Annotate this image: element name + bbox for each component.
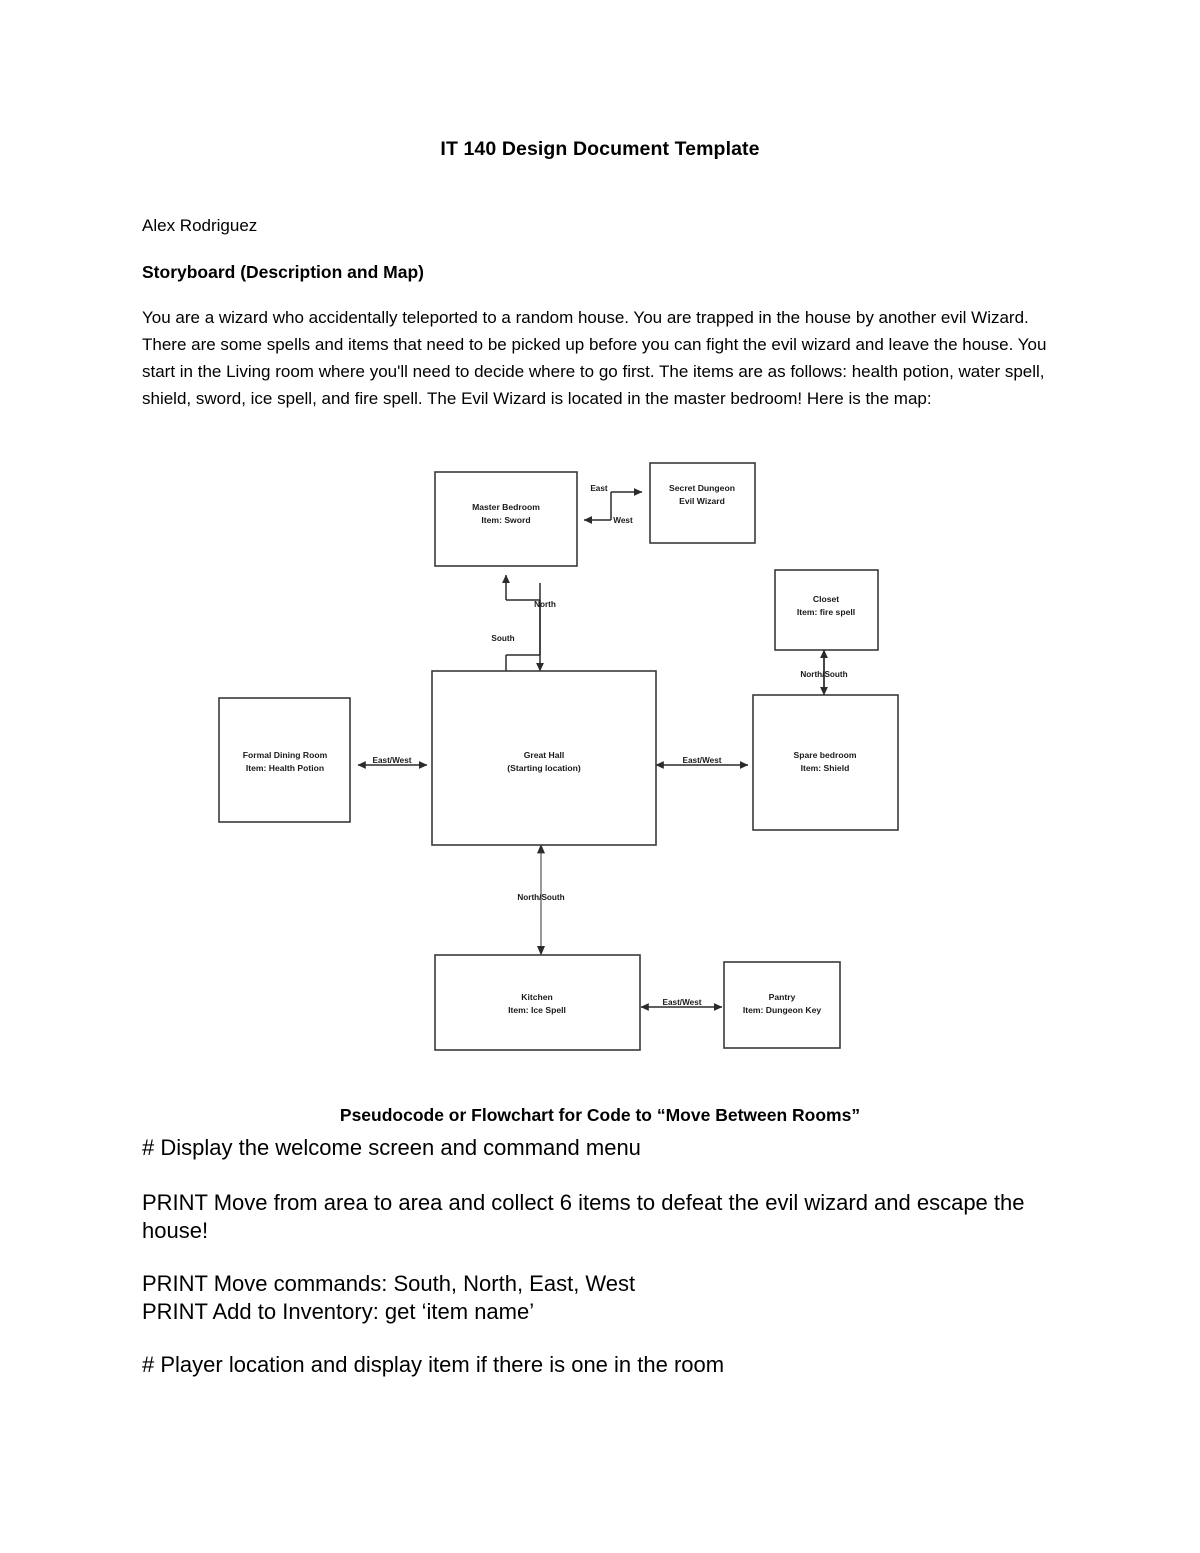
edge-label-south: South: [491, 634, 514, 643]
edge-label-east-west-dining: East/West: [373, 756, 412, 765]
connector-master-bedroom-secret-dungeon: East West: [583, 484, 643, 525]
pseudocode-line-3: PRINT Move commands: South, North, East,…: [142, 1270, 636, 1296]
room-box-pantry: Pantry Item: Dungeon Key: [723, 961, 841, 1049]
author-name: Alex Rodriguez: [142, 216, 258, 235]
section-heading-storyboard: Storyboard (Description and Map): [142, 262, 424, 282]
room-item-kitchen: Item: Ice Spell: [508, 1005, 566, 1015]
edge-label-north-south-kitchen: North/South: [517, 893, 564, 902]
connector-kitchen-pantry: East/West: [640, 998, 723, 1011]
room-item-pantry: Item: Dungeon Key: [743, 1005, 822, 1015]
room-box-great-hall: Great Hall (Starting location): [431, 670, 657, 846]
pseudocode-line-4: PRINT Add to Inventory: get ‘item name’: [142, 1299, 535, 1325]
room-name-pantry: Pantry: [769, 992, 796, 1002]
room-item-great-hall: (Starting location): [507, 763, 581, 773]
connector-great-hall-kitchen: North/South: [517, 844, 565, 956]
room-name-master-bedroom: Master Bedroom: [472, 502, 540, 512]
pseudocode-section: Pseudocode or Flowchart for Code to “Mov…: [142, 0, 1058, 1380]
room-name-formal-dining-room: Formal Dining Room: [243, 750, 328, 760]
edge-label-north-south-closet: North/South: [800, 670, 847, 679]
edge-label-east: East: [590, 484, 608, 493]
room-item-closet: Item: fire spell: [797, 607, 855, 617]
edge-label-north: North: [534, 600, 556, 609]
house-map-diagram: East West North South East/West: [0, 455, 1200, 1080]
room-box-formal-dining-room: Formal Dining Room Item: Health Potion: [218, 697, 351, 823]
page-title: IT 140 Design Document Template: [440, 138, 760, 160]
room-item-formal-dining-room: Item: Health Potion: [246, 763, 324, 773]
room-item-secret-dungeon: Evil Wizard: [679, 496, 725, 506]
edge-label-west: West: [613, 516, 633, 525]
connector-dining-great-hall: East/West: [357, 756, 428, 769]
room-box-secret-dungeon: Secret Dungeon Evil Wizard: [649, 462, 756, 544]
room-name-kitchen: Kitchen: [521, 992, 553, 1002]
edge-label-east-west-spare: East/West: [683, 756, 722, 765]
connector-spare-bedroom-closet: North/South: [800, 649, 848, 696]
room-name-spare-bedroom: Spare bedroom: [793, 750, 856, 760]
room-name-closet: Closet: [813, 594, 839, 604]
room-item-master-bedroom: Item: Sword: [481, 515, 530, 525]
connector-great-hall-spare-bedroom: East/West: [655, 756, 749, 769]
document-content: IT 140 Design Document Template Alex Rod…: [142, 0, 1058, 412]
connector-great-hall-master-bedroom: North South: [491, 574, 556, 672]
pseudocode-heading: Pseudocode or Flowchart for Code to “Mov…: [339, 1105, 861, 1125]
pseudocode-line-2: PRINT Move from area to area and collect…: [142, 1189, 1025, 1244]
room-name-great-hall: Great Hall: [524, 750, 565, 760]
pseudocode-line-1: # Display the welcome screen and command…: [142, 1135, 641, 1160]
room-box-closet: Closet Item: fire spell: [774, 569, 879, 651]
room-name-secret-dungeon: Secret Dungeon: [669, 483, 735, 493]
room-box-kitchen: Kitchen Item: Ice Spell: [434, 954, 641, 1051]
edge-label-east-west-pantry: East/West: [663, 998, 702, 1007]
room-item-spare-bedroom: Item: Shield: [801, 763, 850, 773]
pseudocode-line-5: # Player location and display item if th…: [142, 1351, 725, 1377]
room-box-spare-bedroom: Spare bedroom Item: Shield: [752, 694, 899, 831]
storyboard-paragraph: You are a wizard who accidentally telepo…: [142, 308, 1047, 408]
room-box-master-bedroom: Master Bedroom Item: Sword: [434, 471, 578, 567]
